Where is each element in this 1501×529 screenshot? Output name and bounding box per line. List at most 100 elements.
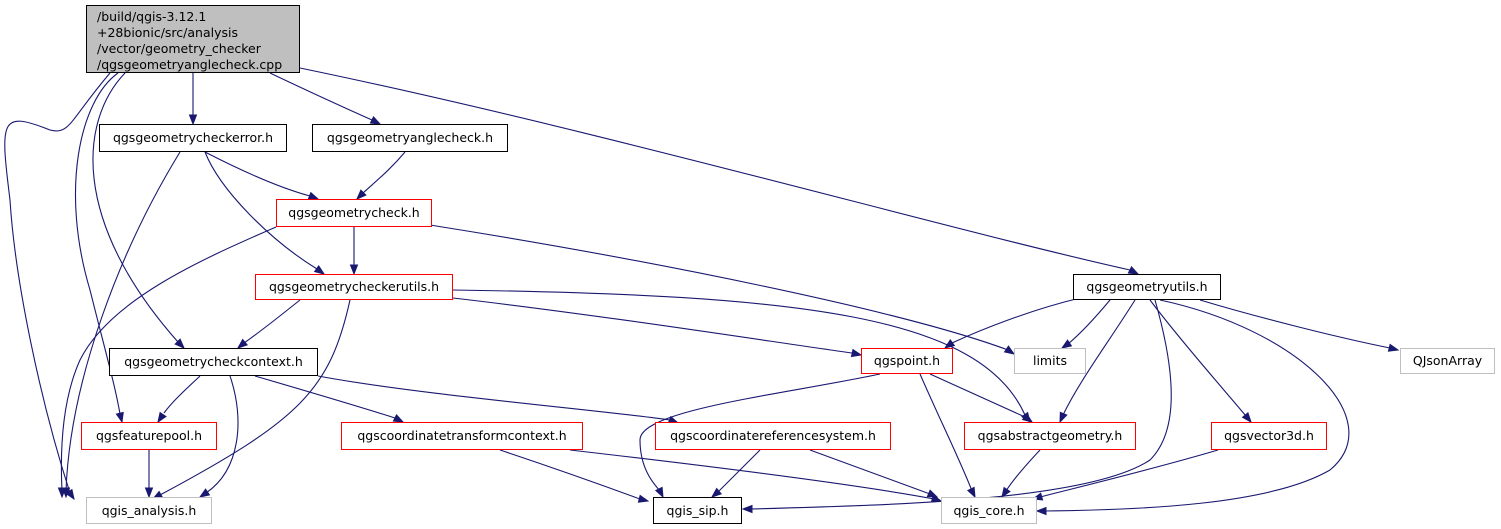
arrowhead [57,487,67,499]
edge-line [204,151,311,197]
arrowhead [943,339,956,349]
edge-line [452,289,1026,416]
edge-line [1062,299,1136,416]
node-qgsgeometrycheck-h[interactable]: qgsgeometrycheck.h [276,199,432,227]
arrowhead [188,114,198,126]
arrowhead [144,487,154,499]
edge-line [4,72,111,494]
edge-line [1149,299,1247,417]
node-qgis-sip-h[interactable]: qgis_sip.h [653,497,742,524]
arrowhead [157,411,167,424]
arrowhead [850,348,863,358]
node-qgsgeometrycheckerror-h[interactable]: qgsgeometrycheckerror.h [99,124,287,152]
edge-line [809,449,931,495]
arrowhead [1035,506,1047,516]
arrowhead [236,338,249,349]
edge-checkcontext-to-featurepool [157,375,201,424]
edge-line [205,375,239,494]
edge-line [159,299,351,496]
edge-line [1039,449,1219,498]
arrowhead [1021,413,1034,423]
node-qgis-core-h: qgis_core.h [941,497,1037,524]
arrowhead [1003,345,1016,355]
arrowhead [174,338,185,349]
node-qgsgeometrycheckerutils-h[interactable]: qgsgeometrycheckerutils.h [255,274,453,300]
node-qgscoordinatetransformcontext-h[interactable]: qgscoordinatetransformcontext.h [341,422,583,450]
edge-line [60,226,277,492]
edge-geometryutils-to-qjsonarray [1199,299,1400,352]
edge-line [243,299,301,344]
arrowhead [637,494,650,503]
root-path-line-2: +28bionic/src/analysis [97,25,238,40]
edge-qgspoint-to-qgis-core [919,373,976,499]
node-qgsgeometryutils-h[interactable]: qgsgeometryutils.h [1073,274,1221,300]
arrowhead [966,486,976,499]
edge-check-to-checkerutils [349,227,359,276]
root-path-line-1: /build/qgis-3.12.1 [97,9,207,24]
edge-abstractgeometry-to-qgis-core [1001,449,1041,499]
edge-line [299,67,1131,271]
root-file-node: /build/qgis-3.12.1 +28bionic/src/analysi… [86,5,300,73]
edge-root-to-anglecheck-h [269,72,382,125]
node-qgsgeometryanglecheck-h[interactable]: qgsgeometryanglecheck.h [312,124,508,152]
node-qgsgeometrycheckcontext-h[interactable]: qgsgeometrycheckcontext.h [109,348,318,376]
arrowhead [741,504,753,514]
edge-line [951,297,1081,344]
node-qgspoint-h[interactable]: qgspoint.h [861,348,953,374]
arrowhead [654,486,664,499]
edge-line [254,375,396,419]
edge-geometryutils-to-limits [1060,299,1111,349]
edge-line [362,151,406,194]
edge-checkerutils-to-checkcontext [236,299,301,349]
arrowhead [313,265,326,275]
edge-line [452,297,853,354]
node-qgscoordinatereferencesystem-h[interactable]: qgscoordinatereferencesystem.h [655,422,891,450]
edge-checkerror-to-check [204,151,320,200]
edge-line [499,449,641,500]
edge-root-to-featurepool [74,72,124,424]
root-path-line-4: /qgsgeometryanglecheck.cpp [97,57,283,72]
node-qgis-analysis-h: qgis_analysis.h [86,497,212,524]
edge-line [717,449,761,493]
edge-transformcontext-to-qgis-sip [499,449,650,503]
node-qgsvector3d-h[interactable]: qgsvector3d.h [1211,422,1327,450]
node-qgsfeaturepool-h[interactable]: qgsfeaturepool.h [81,422,217,450]
edge-geometryutils-to-qgspoint [943,297,1081,349]
edge-line [92,72,179,343]
edge-line [1005,449,1041,492]
arrowhead [369,115,382,125]
edge-anglecheck-h-to-check [356,151,406,200]
edge-line [919,373,973,492]
node-qgsabstractgeometry-h[interactable]: qgsabstractgeometry.h [964,422,1136,450]
edge-geometryutils-to-abstractgeometry [1059,299,1136,424]
node-limits: limits [1014,348,1086,374]
edge-geometryutils-to-vector3d [1149,299,1252,424]
edge-line [1067,299,1111,345]
arrowhead [349,264,359,276]
edge-line [1199,299,1391,349]
edge-checkcontext-to-crs [317,375,680,424]
edge-geometryutils-to-qgis-core [1035,299,1350,516]
edge-vector3d-to-qgis-core [1031,449,1219,501]
edge-line [317,375,671,421]
edge-root-to-checkerror [188,73,198,126]
edge-checkerror-to-checkerutils [204,151,326,275]
arrowhead [198,488,211,498]
edge-line [1044,299,1350,512]
edge-line [204,151,318,270]
arrowhead [926,489,939,498]
edge-root-to-checkcontext [92,72,185,349]
edge-line [163,375,201,414]
edge-line [429,224,1009,351]
edge-crs-to-qgis-sip [710,449,761,498]
edge-qgspoint-to-abstractgeometry [929,373,1034,423]
edge-line [269,72,373,121]
arrowhead [65,488,75,501]
edge-line [929,373,1026,418]
arrowhead [1001,486,1011,499]
arrowhead [1127,265,1140,275]
arrowhead [1387,343,1400,352]
arrowhead [1059,411,1068,424]
edge-crs-to-qgis-core [809,449,939,498]
